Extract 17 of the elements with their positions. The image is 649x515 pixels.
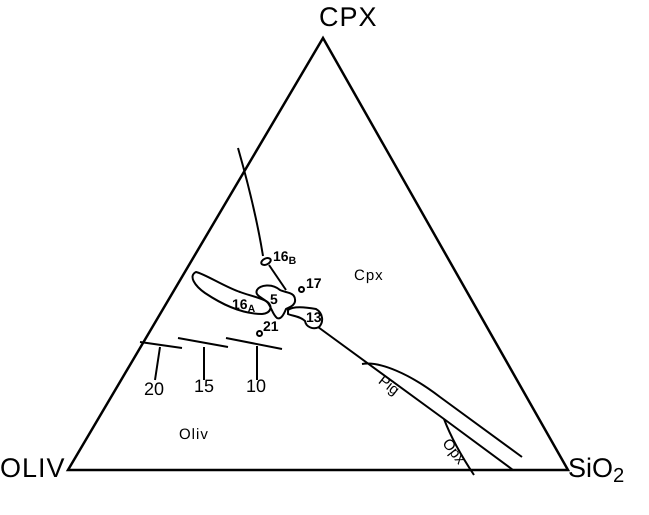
data-point bbox=[260, 257, 272, 266]
axis-label: OLIV bbox=[0, 455, 66, 482]
axis-label: 10 bbox=[246, 377, 266, 395]
data-point bbox=[256, 330, 263, 337]
sample-label: 13 bbox=[306, 310, 322, 324]
data-point bbox=[298, 286, 305, 293]
sample-label: 21 bbox=[263, 319, 279, 333]
axis-label: CPX bbox=[319, 4, 378, 31]
axis-label: Oliv bbox=[179, 427, 209, 442]
axis-label: 20 bbox=[144, 380, 164, 398]
axis-label: SiO$_{2}$ bbox=[568, 455, 624, 482]
sample-label: 17 bbox=[306, 276, 322, 290]
field-outline bbox=[285, 304, 325, 331]
axis-label: 15 bbox=[194, 377, 214, 395]
sample-label: 16$_{B}$ bbox=[273, 249, 296, 263]
sample-label: 5 bbox=[270, 292, 278, 306]
axis-label: Cpx bbox=[354, 268, 384, 283]
